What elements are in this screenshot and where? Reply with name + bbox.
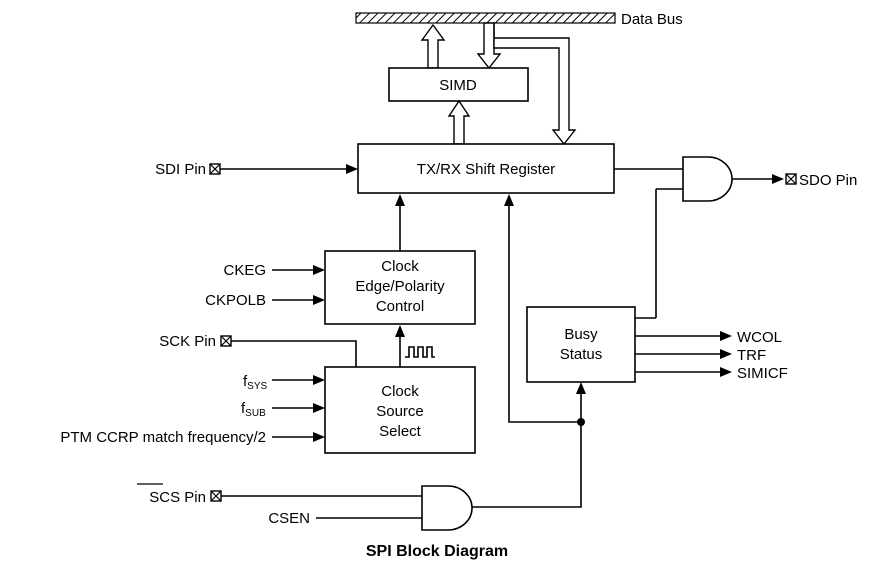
source-to-edge-arrowhead	[395, 325, 405, 337]
trf-arrowhead	[720, 349, 732, 359]
simicf-label: SIMICF	[737, 365, 788, 382]
sdo-and-gate	[682, 156, 733, 202]
sck-pin-label: SCK Pin	[159, 333, 216, 350]
enable-wire	[470, 422, 582, 508]
ckpolb-label: CKPOLB	[205, 292, 266, 309]
trf-label: TRF	[737, 347, 766, 364]
scs-pin-label: SCS Pin	[149, 489, 206, 506]
sdo-arrowhead	[772, 174, 784, 184]
clock-source-label-2: Source	[376, 403, 424, 420]
shift-register-block	[357, 143, 615, 194]
diagram-title: SPI Block Diagram	[366, 543, 508, 560]
ckpolb-arrowhead	[313, 295, 325, 305]
simd-block	[388, 67, 529, 102]
clock-waveform-icon	[405, 346, 435, 358]
shift-register-label: TX/RX Shift Register	[417, 161, 555, 178]
ptm-arrowhead	[313, 432, 325, 442]
enable-to-busy-arrowhead	[576, 382, 586, 394]
fsys-arrowhead	[313, 375, 325, 385]
busy-label-1: Busy	[564, 326, 598, 343]
sdi-pin-terminal-icon	[209, 163, 221, 175]
ckeg-arrowhead	[313, 265, 325, 275]
sck-pin-terminal-icon	[220, 335, 232, 347]
clock-to-shift-arrowhead	[395, 194, 405, 206]
fsys-label: fSYS	[243, 373, 268, 392]
ptm-label: PTM CCRP match frequency/2	[60, 429, 266, 446]
simicf-arrowhead	[720, 367, 732, 377]
sdo-pin-terminal-icon	[785, 173, 797, 185]
clock-source-select-block	[324, 366, 476, 454]
clock-edge-label-3: Control	[376, 298, 424, 315]
busy-status-block	[526, 306, 636, 383]
clock-source-label-3: Select	[379, 423, 422, 440]
csen-label: CSEN	[268, 510, 310, 527]
sdi-arrowhead	[346, 164, 358, 174]
ckeg-label: CKEG	[223, 262, 266, 279]
data-bus	[355, 12, 616, 24]
simd-label: SIMD	[439, 77, 477, 94]
fsub-label: fSUB	[241, 400, 266, 419]
sck-wire	[231, 340, 357, 367]
clock-source-label-1: Clock	[381, 383, 419, 400]
scs-pin-terminal-icon	[210, 490, 222, 502]
wcol-label: WCOL	[737, 329, 782, 346]
clock-edge-polarity-block	[324, 250, 476, 325]
scs-and-gate	[421, 485, 473, 531]
sdi-pin-label: SDI Pin	[155, 161, 206, 178]
clock-edge-label-1: Clock	[381, 258, 419, 275]
shift-register-to-simd-arrow	[447, 99, 471, 145]
bus-simd-bidirectional-arrow	[420, 23, 446, 69]
wcol-arrowhead	[720, 331, 732, 341]
data-bus-label: Data Bus	[621, 11, 683, 28]
clock-edge-label-2: Edge/Polarity	[355, 278, 445, 295]
busy-label-2: Status	[560, 346, 603, 363]
enable-to-shift-arrowhead	[504, 194, 514, 206]
sdo-pin-label: SDO Pin	[799, 172, 857, 189]
fsub-arrowhead	[313, 403, 325, 413]
